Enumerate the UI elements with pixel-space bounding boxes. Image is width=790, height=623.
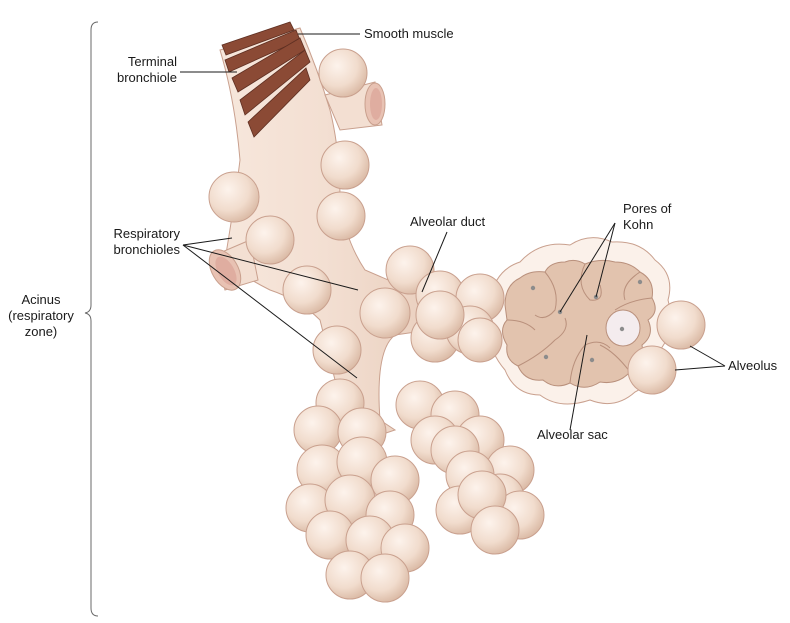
- leader-resp-1: [182, 237, 233, 246]
- label-acinus: Acinus (respiratory zone): [8, 292, 74, 339]
- alveoli-near-duct: [415, 270, 505, 363]
- leader-lines: [180, 33, 726, 431]
- leader-resp-3: [182, 244, 358, 379]
- alveolar-sac-inner: [502, 259, 656, 388]
- label-alveolar-duct: Alveolar duct: [410, 214, 486, 229]
- leader-pores-2: [595, 222, 616, 298]
- leader-alveolar-sac: [569, 334, 588, 431]
- leader-alveolus-2: [674, 365, 726, 371]
- label-pores-of-kohn: Pores of Kohn: [623, 201, 672, 232]
- label-smooth-muscle: Smooth muscle: [364, 26, 454, 41]
- label-alveolar-sac: Alveolar sac: [537, 427, 608, 442]
- leader-resp-2: [182, 244, 359, 291]
- leader-pores-1: [559, 222, 616, 313]
- label-terminal-bronchiole: Terminal bronchiole: [117, 54, 177, 85]
- sac-partitions: [506, 263, 653, 384]
- label-respiratory-bronchioles: Respiratory bronchioles: [113, 226, 181, 257]
- leader-alveolar-duct: [421, 231, 448, 293]
- right-alveolar-cluster: [395, 380, 545, 555]
- alveoli-external: [627, 300, 706, 395]
- left-alveolar-cluster: [285, 378, 430, 603]
- leader-alveolus-1: [689, 345, 726, 367]
- label-alveolus: Alveolus: [728, 358, 778, 373]
- acinus-bracket: [84, 21, 99, 617]
- smooth-muscle-bands: [221, 21, 311, 138]
